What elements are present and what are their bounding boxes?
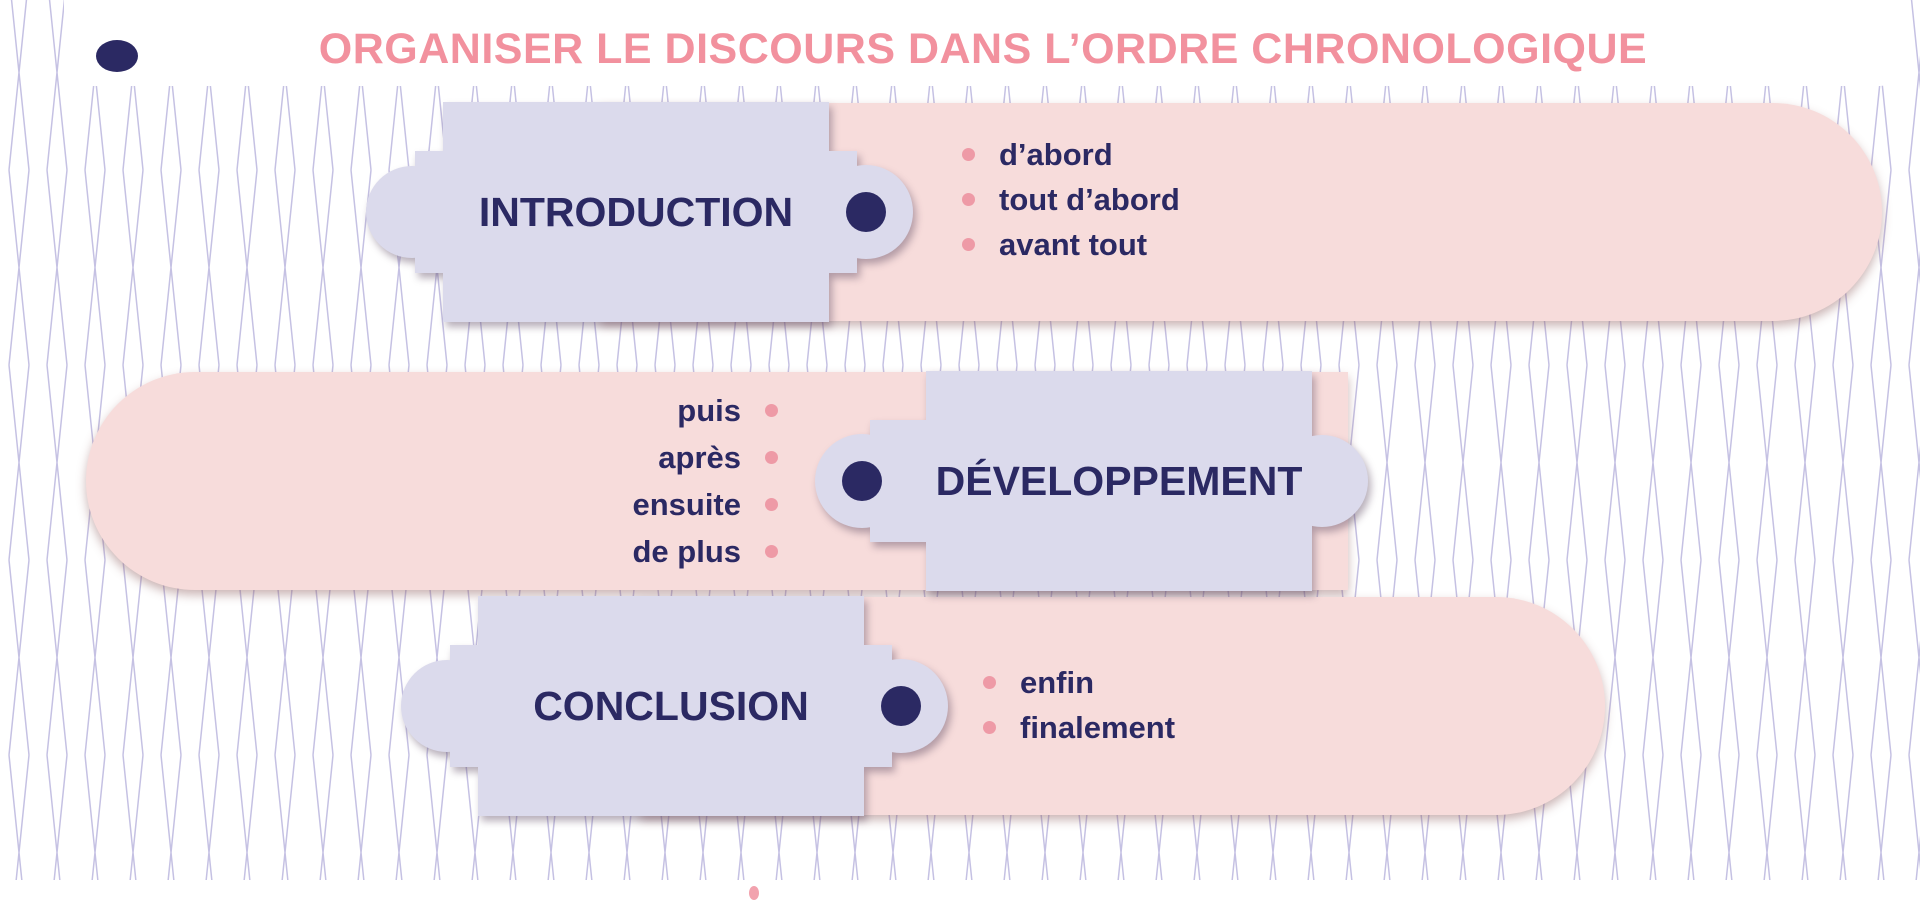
introduction-connector-list: d’abord tout d’abord avant tout [962,132,1180,267]
connector-item: finalement [983,705,1175,750]
connector-word: tout d’abord [999,181,1180,217]
bullet-icon [765,404,778,417]
connector-word: de plus [632,533,741,569]
introduction-pink-capsule [600,103,1882,321]
page-title: ORGANISER LE DISCOURS DANS L’ORDRE CHRON… [318,24,1648,73]
bullet-icon [962,148,975,161]
connector-word: finalement [1020,709,1176,745]
corner-navy-dot-icon [96,40,138,72]
connector-word: après [658,439,741,475]
conclusion-connector-list: enfin finalement [983,660,1175,750]
connector-word: enfin [1020,664,1095,700]
connector-item: puis [677,387,778,434]
bullet-icon [765,498,778,511]
bullet-icon [765,545,778,558]
bullet-icon [962,238,975,251]
connector-item: ensuite [632,481,778,528]
connector-word: puis [677,392,741,428]
connector-item: avant tout [962,222,1180,267]
connector-word: d’abord [999,136,1113,172]
header-band: ORGANISER LE DISCOURS DANS L’ORDRE CHRON… [64,0,1902,86]
bullet-icon [962,193,975,206]
bullet-icon [983,676,996,689]
bullet-icon [765,451,778,464]
bottom-pink-dot-icon [749,886,759,900]
bullet-icon [983,721,996,734]
connector-item: après [658,434,778,481]
connector-item: enfin [983,660,1175,705]
connector-item: d’abord [962,132,1180,177]
connector-word: ensuite [632,486,741,522]
developpement-connector-list: puis après ensuite de plus [632,387,778,575]
connector-word: avant tout [999,226,1148,262]
connector-item: de plus [632,528,778,575]
connector-item: tout d’abord [962,177,1180,222]
